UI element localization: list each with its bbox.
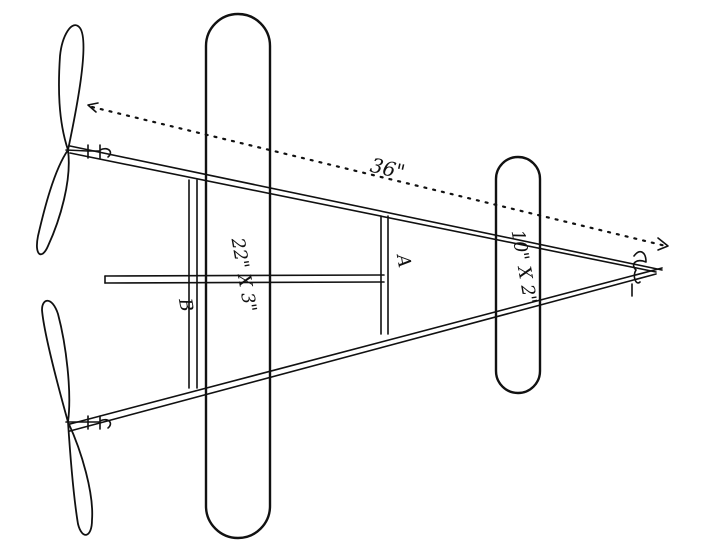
tail-plane: [494, 155, 542, 395]
propeller-top: [36, 24, 85, 256]
label-point-a: A: [392, 251, 415, 269]
nose-hook: [631, 250, 647, 297]
bearing-top: [87, 144, 112, 159]
label-tail: 10" X 2": [507, 228, 541, 306]
brace-b-vertical: [188, 179, 198, 389]
label-point-b: B: [174, 296, 197, 314]
dimension-line-36: [90, 105, 668, 248]
label-main-wing: 22" X 3": [226, 235, 260, 314]
center-stick: [104, 274, 385, 284]
upper-spar: [69, 145, 663, 273]
shaft-top: [65, 149, 89, 152]
propeller-bottom: [41, 299, 94, 536]
dimension-arrow-right: [657, 237, 669, 251]
label-distance: 36": [368, 153, 407, 184]
main-wing: [204, 12, 272, 540]
dimension-arrow-left: [87, 102, 99, 113]
lower-spar: [69, 267, 663, 432]
